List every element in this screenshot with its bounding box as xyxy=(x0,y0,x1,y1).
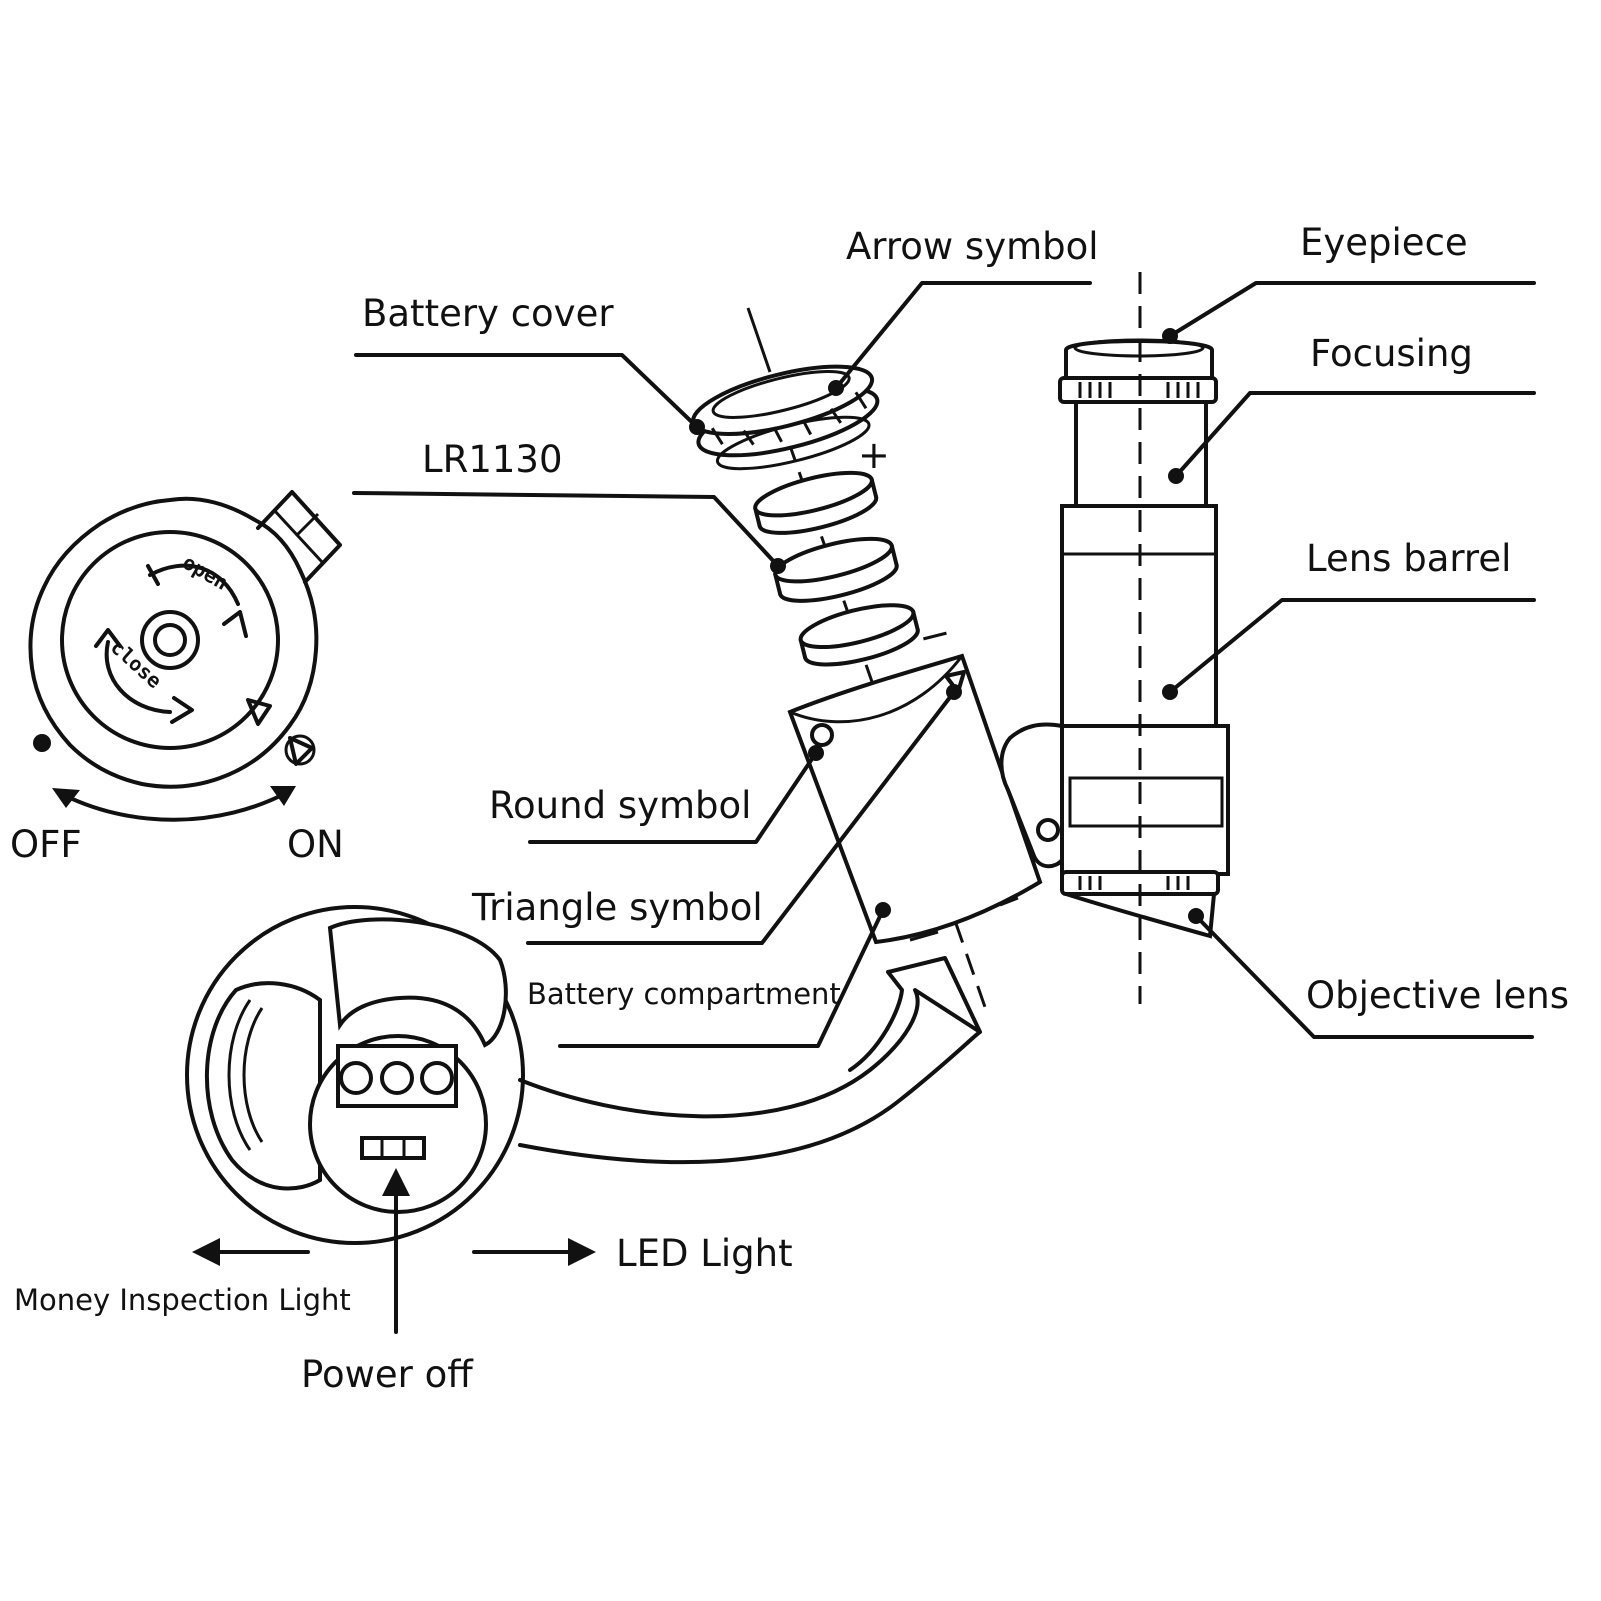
power-switch xyxy=(360,1136,426,1160)
battery-compartment-label: Battery compartment xyxy=(527,977,841,1011)
on-label: ON xyxy=(287,823,344,866)
off-label: OFF xyxy=(10,823,82,866)
minus-sign: − xyxy=(914,610,956,660)
arrow-symbol-label: Arrow symbol xyxy=(846,225,1099,268)
dial-center-ring xyxy=(140,610,200,670)
leader-eyepiece xyxy=(1168,281,1536,338)
leader-focusing xyxy=(1174,391,1536,478)
power-off-label: Power off xyxy=(301,1353,473,1396)
dial-triangle-mark xyxy=(246,698,272,726)
dial-knurled-ring xyxy=(28,496,319,789)
triangle-symbol-label: Triangle symbol xyxy=(472,886,763,929)
leader-battery-cover xyxy=(354,353,699,429)
objective-lens-label: Objective lens xyxy=(1306,974,1569,1017)
off-indicator-dot xyxy=(33,734,51,752)
lr1130-label: LR1130 xyxy=(422,438,563,481)
battery-cell-1 xyxy=(753,470,879,535)
leader-lr1130 xyxy=(352,491,780,568)
leader-lens-barrel xyxy=(1168,598,1536,694)
focusing-label: Focusing xyxy=(1310,332,1473,375)
battery-cell-2 xyxy=(773,536,899,603)
battery-compartment-part xyxy=(787,653,1043,945)
microscope-body xyxy=(999,272,1230,1004)
led-detail-callout xyxy=(185,905,982,1334)
led-light-label: LED Light xyxy=(616,1232,793,1275)
battery-cover-label: Battery cover xyxy=(362,292,614,335)
leader-triangle-symbol xyxy=(526,690,956,945)
power-dial: open close xyxy=(28,490,342,822)
battery-cover-part xyxy=(691,364,880,471)
plus-sign: + xyxy=(858,433,890,477)
round-symbol-label: Round symbol xyxy=(489,784,752,827)
dial-open-text: open xyxy=(179,550,233,595)
leader-lines xyxy=(352,281,1536,1048)
leader-battery-compartment xyxy=(558,908,885,1048)
battery-stack: + − xyxy=(691,307,988,1011)
on-indicator-triangle-icon xyxy=(288,736,314,766)
eyepiece-label: Eyepiece xyxy=(1300,221,1468,264)
money-inspection-light-label: Money Inspection Light xyxy=(14,1283,351,1317)
big-curved-arrow xyxy=(518,956,982,1165)
dial-open-arrow xyxy=(148,563,240,606)
leader-objective-lens xyxy=(1194,914,1534,1039)
dial-close-arrow xyxy=(104,640,172,714)
leader-arrow-symbol xyxy=(834,281,1092,390)
battery-cell-3 xyxy=(798,603,920,667)
leader-round-symbol xyxy=(528,751,818,844)
off-on-arrow xyxy=(56,790,290,822)
dial-inner-ring xyxy=(60,530,280,750)
detail-circle xyxy=(185,905,525,1245)
lens-barrel-label: Lens barrel xyxy=(1306,537,1512,580)
